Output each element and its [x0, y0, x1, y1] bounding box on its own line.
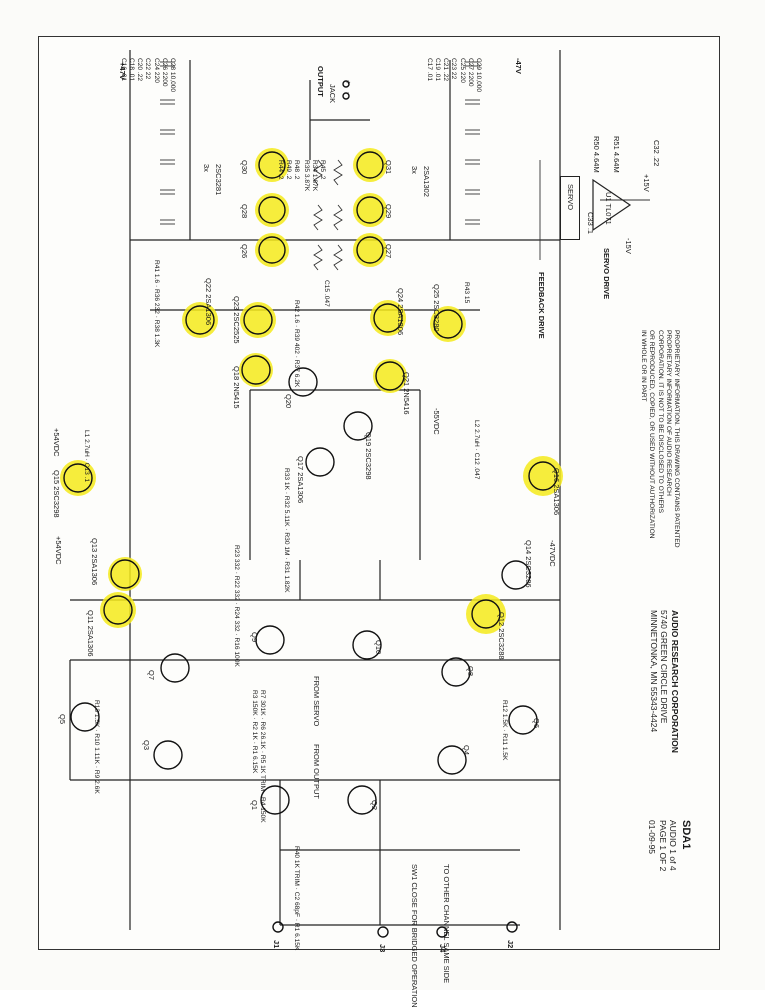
- q30-label: Q30: [240, 160, 249, 175]
- q22-label: Q22 2SA1306: [204, 278, 213, 326]
- q19-label: Q19 2SC3298: [364, 432, 373, 480]
- rail-neg55: -55VDC: [432, 408, 441, 435]
- q16-label: Q16 2SA1306: [552, 468, 561, 516]
- output-minus: -: [344, 92, 353, 95]
- r43-label: R43 15: [463, 282, 470, 304]
- q5-label: Q5: [58, 714, 67, 725]
- q2-label: Q2: [370, 800, 379, 811]
- servo-drive: SERVO DRIVE: [602, 248, 611, 300]
- q4-label: Q4: [462, 745, 471, 756]
- q18-label: Q18 2N5415: [232, 366, 241, 409]
- servo-m15: -15V: [624, 238, 633, 254]
- q13-label: Q13 2SA1306: [90, 538, 99, 586]
- q12-label: Q12 2SC3288: [497, 612, 506, 660]
- q25-label: Q25 2SC3280: [432, 284, 441, 332]
- servo-opamp-symbol: [592, 178, 632, 232]
- output-jack: JACK: [328, 84, 337, 104]
- q29-label: Q29: [384, 204, 393, 219]
- to-other-channel: TO OTHER CHANNEL SAME SIDE: [442, 864, 451, 984]
- servo-c32: C32 .22: [652, 140, 661, 167]
- q17-label: Q17 2SA1306: [296, 456, 305, 504]
- output-left-type: 2SC3281: [214, 164, 223, 196]
- output-left-count: 3x: [202, 164, 211, 172]
- output-plus: +: [344, 80, 353, 85]
- q28-label: Q28: [240, 204, 249, 219]
- from-servo: FROM SERVO: [312, 676, 321, 727]
- sw1-note: SW1 CLOSE FOR BRIDGED OPERATION: [410, 864, 419, 1008]
- input-network: R40 1K TRIM · C2 68pF · R1 6.15K: [293, 846, 300, 951]
- servo-label: SERVO: [566, 184, 575, 211]
- q10-label: Q10: [374, 640, 383, 655]
- output-right-type: 2SA1302: [422, 166, 431, 197]
- q7-label: Q7: [147, 670, 156, 681]
- from-output: FROM OUTPUT: [312, 744, 321, 799]
- q26-label: Q26: [240, 244, 249, 259]
- servo-r50: R50 4.64M: [592, 136, 601, 173]
- servo-r51: R51 4.64M: [612, 136, 621, 173]
- q21-label: Q21 2N5416: [402, 372, 411, 415]
- q27-label: Q27: [384, 244, 393, 259]
- q24-label: Q24 2SA1306: [396, 288, 405, 336]
- l1-label: L1 2.7uH · C13 .1: [83, 430, 90, 483]
- q9-label: Q9: [250, 632, 259, 643]
- j3-label: J3: [378, 944, 387, 953]
- q20-label: Q20: [284, 394, 293, 409]
- feedback-drive: FEEDBACK DRIVE: [537, 272, 546, 339]
- c15-label: C15 .047: [323, 280, 330, 307]
- output-right-count: 3x: [410, 166, 419, 174]
- q14-label: Q14 2SC3286: [524, 540, 533, 588]
- rail-drive-pos: +54VDC: [54, 536, 63, 565]
- mid-resistors: R23 332 · R22 332 · R24 332 · R16 100K: [233, 545, 240, 667]
- fet-resistors-right: R12 1.5K · R11 1.5K: [501, 700, 508, 761]
- j2-label: J2: [506, 940, 515, 949]
- rail-pos54: +54VDC: [52, 428, 61, 457]
- q23-label: Q23 2SC2525: [232, 296, 241, 344]
- proprietary-notes: PROPRIETARY INFORMATION. THIS DRAWING CO…: [640, 330, 680, 548]
- fet-resistors-left: R13 1.5K · R10 1.11K · R9 2.6K: [93, 700, 100, 794]
- highlighted-transistors: [60, 148, 563, 634]
- q15-label: Q15 2SC3298: [52, 470, 61, 518]
- q31-label: Q31: [384, 160, 393, 175]
- servo-opamp: U1 TL071: [604, 192, 613, 225]
- title-block-company: AUDIO RESEARCH CORPORATION 5740 GREEN CI…: [648, 610, 680, 753]
- j4-label: J4: [438, 944, 447, 953]
- j1-label: J1: [272, 940, 281, 949]
- servo-box: [560, 176, 580, 240]
- input-resistors-center: R7 301K · R6 26.1K · R5 1K TRIM · R4 150…: [250, 690, 266, 823]
- q8-label: Q8: [466, 666, 475, 677]
- rail-drive-neg: -47VDC: [548, 540, 557, 567]
- servo-c33: C33 .1: [586, 212, 595, 235]
- servo-p15: +15V: [642, 174, 651, 192]
- driver-resistors: R41 1.6 · R36 232 · R38 1.3K: [153, 260, 160, 348]
- title-block-model: SDA1 AUDIO 1 of 4 PAGE 1 OF 2 01-09-95: [647, 820, 692, 872]
- q6-label: Q6: [532, 718, 541, 729]
- q3-label: Q3: [142, 740, 151, 751]
- q11-label: Q11 2SA1306: [86, 610, 95, 657]
- rail-neg47: -47V: [514, 58, 523, 74]
- l2-label: L2 2.7uH · C12 .047: [473, 420, 480, 480]
- vbe-resistors: R33 1K · R32 5.11K · R30 1M · R31 1.82K: [283, 468, 290, 593]
- bias-resistors: R42 1.6 · R39 402 · R37 6.2K: [293, 300, 300, 388]
- output-label: OUTPUT: [316, 66, 325, 97]
